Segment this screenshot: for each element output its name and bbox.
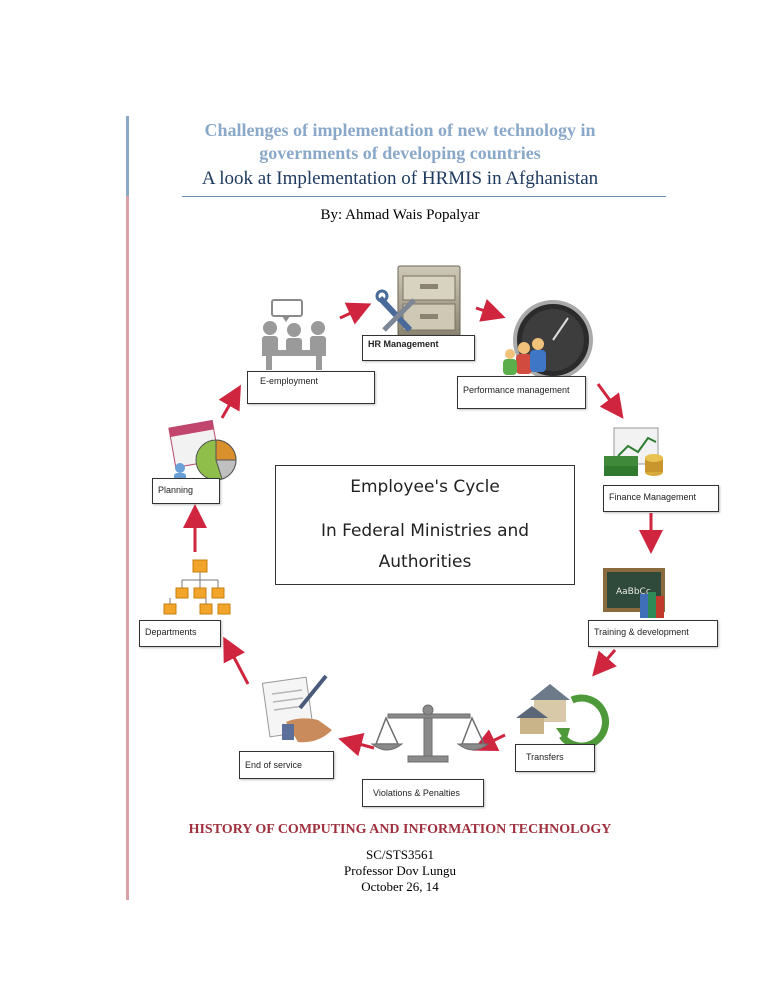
step-training-development: Training & development xyxy=(588,620,718,647)
step-end-of-service: End of service xyxy=(239,751,334,779)
center-subtitle-line-1: In Federal Ministries and xyxy=(320,521,530,541)
step-finance-management: Finance Management xyxy=(603,485,719,512)
org-chart-icon xyxy=(163,559,231,615)
arrow-train-to-transfers xyxy=(592,649,617,677)
step-departments: Departments xyxy=(139,620,221,647)
arrow-planning-to-eemp xyxy=(218,384,241,419)
title-line-1: Challenges of implementation of new tech… xyxy=(204,120,596,140)
step-performance-management: Performance management xyxy=(457,376,586,409)
course-title: HISTORY OF COMPUTING AND INFORMATION TEC… xyxy=(188,822,612,837)
byline: By: Ahmad Wais Popalyar xyxy=(320,207,480,223)
arrow-end-to-dept xyxy=(223,636,250,685)
center-subtitle: In Federal Ministries and Authorities xyxy=(276,516,574,578)
margin-rule-blue xyxy=(126,116,129,196)
center-title: Employee's Cycle xyxy=(350,477,500,497)
arrow-perf-to-fin xyxy=(596,383,624,419)
title-line-2: governments of developing countries xyxy=(259,143,541,163)
calendar-pie-chart-icon xyxy=(168,419,237,483)
center-subtitle-line-2: Authorities xyxy=(378,552,472,572)
arrow-eemp-to-hr xyxy=(339,302,372,325)
professor-name: Professor Dov Lungu xyxy=(344,863,456,878)
title-underline xyxy=(182,196,666,197)
chalkboard-books-icon: AaBbCc xyxy=(603,568,665,618)
step-transfers: Transfers xyxy=(515,744,595,772)
money-chart-icon xyxy=(604,427,663,476)
arrow-hr-to-perf xyxy=(475,298,506,322)
arrow-violations-to-end xyxy=(338,733,375,757)
subtitle: A look at Implementation of HRMIS in Afg… xyxy=(201,168,599,189)
margin-rule-red xyxy=(126,196,129,900)
course-code: SC/STS3561 xyxy=(366,847,434,862)
filing-cabinet-tools-icon xyxy=(375,265,461,337)
gauge-people-icon xyxy=(503,300,593,380)
document-date: October 26, 14 xyxy=(361,879,439,894)
houses-arrow-icon xyxy=(516,684,610,750)
scales-icon xyxy=(370,704,490,763)
handshake-document-icon xyxy=(261,674,332,743)
svg-text:AaBbCc: AaBbCc xyxy=(616,587,651,597)
meeting-people-icon xyxy=(262,299,326,370)
step-violations-penalties: Violations & Penalties xyxy=(362,779,484,807)
cycle-center-box: Employee's Cycle In Federal Ministries a… xyxy=(275,465,575,585)
step-hr-management: HR Management xyxy=(362,335,475,361)
step-e-employment: E-employment xyxy=(247,371,375,404)
step-planning: Planning xyxy=(152,478,220,504)
